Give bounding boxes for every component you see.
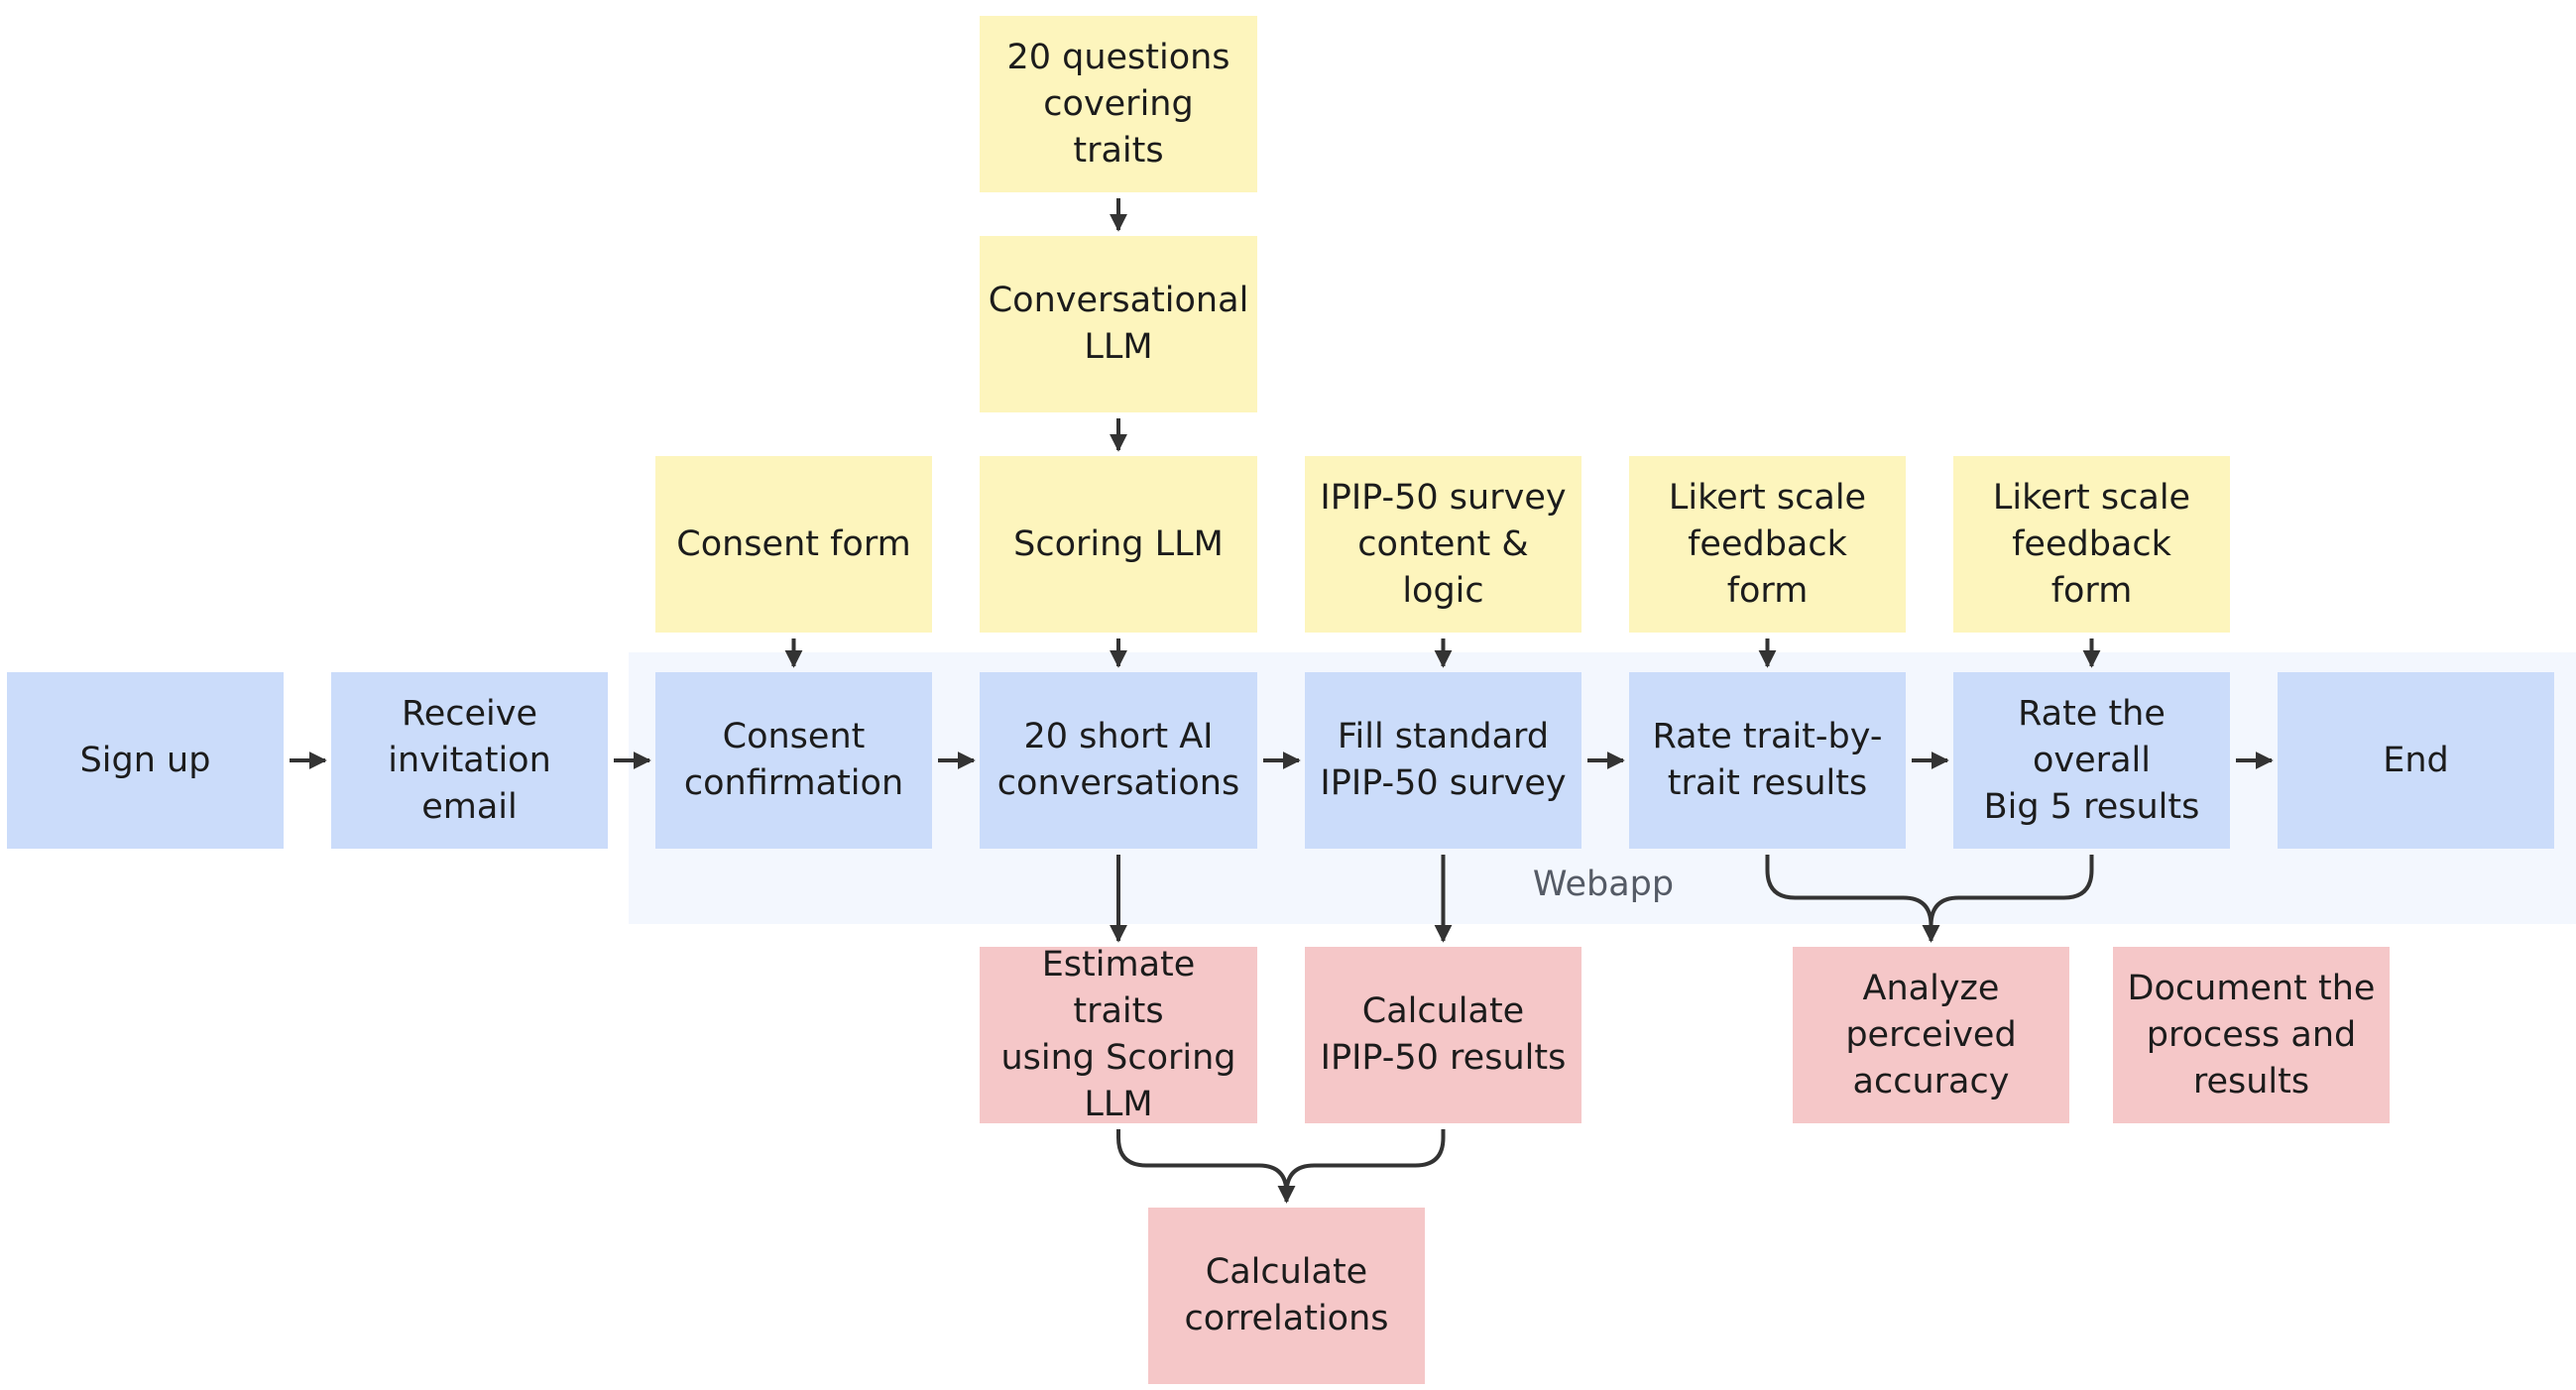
node-document-process: Document the process and results [2113, 947, 2390, 1123]
node-likert-feedback-form-1: Likert scale feedback form [1629, 456, 1906, 633]
node-analyze-perceived-accuracy: Analyze perceived accuracy [1793, 947, 2069, 1123]
node-rate-trait-results: Rate trait-by- trait results [1629, 672, 1906, 849]
node-calculate-ipip-results: Calculate IPIP-50 results [1305, 947, 1581, 1123]
node-consent-form: Consent form [655, 456, 932, 633]
webapp-group [629, 652, 2576, 924]
node-consent-confirmation: Consent confirmation [655, 672, 932, 849]
node-likert-feedback-form-2: Likert scale feedback form [1953, 456, 2230, 633]
node-end: End [2278, 672, 2554, 849]
node-calculate-correlations: Calculate correlations [1148, 1208, 1425, 1384]
edge-estimate-traits-to-correlations [1116, 1129, 1296, 1204]
node-scoring-llm: Scoring LLM [980, 456, 1257, 633]
node-ipip-survey-content: IPIP-50 survey content & logic [1305, 456, 1581, 633]
edge-rate-trait-to-analyze-accuracy [1765, 855, 1940, 943]
node-sign-up: Sign up [7, 672, 284, 849]
node-fill-ipip-survey: Fill standard IPIP-50 survey [1305, 672, 1581, 849]
node-estimate-traits: Estimate traits using Scoring LLM [980, 945, 1257, 1124]
edge-calc-ipip-to-correlations [1277, 1129, 1446, 1204]
node-conversational-llm: Conversational LLM [980, 236, 1257, 412]
node-20-questions: 20 questions covering traits [980, 16, 1257, 192]
node-rate-overall-results: Rate the overall Big 5 results [1953, 672, 2230, 849]
node-ai-conversations: 20 short AI conversations [980, 672, 1257, 849]
webapp-group-label: Webapp [1532, 865, 1675, 904]
node-receive-invitation-email: Receive invitation email [331, 672, 608, 849]
edge-rate-overall-to-analyze-accuracy [1922, 855, 2094, 943]
